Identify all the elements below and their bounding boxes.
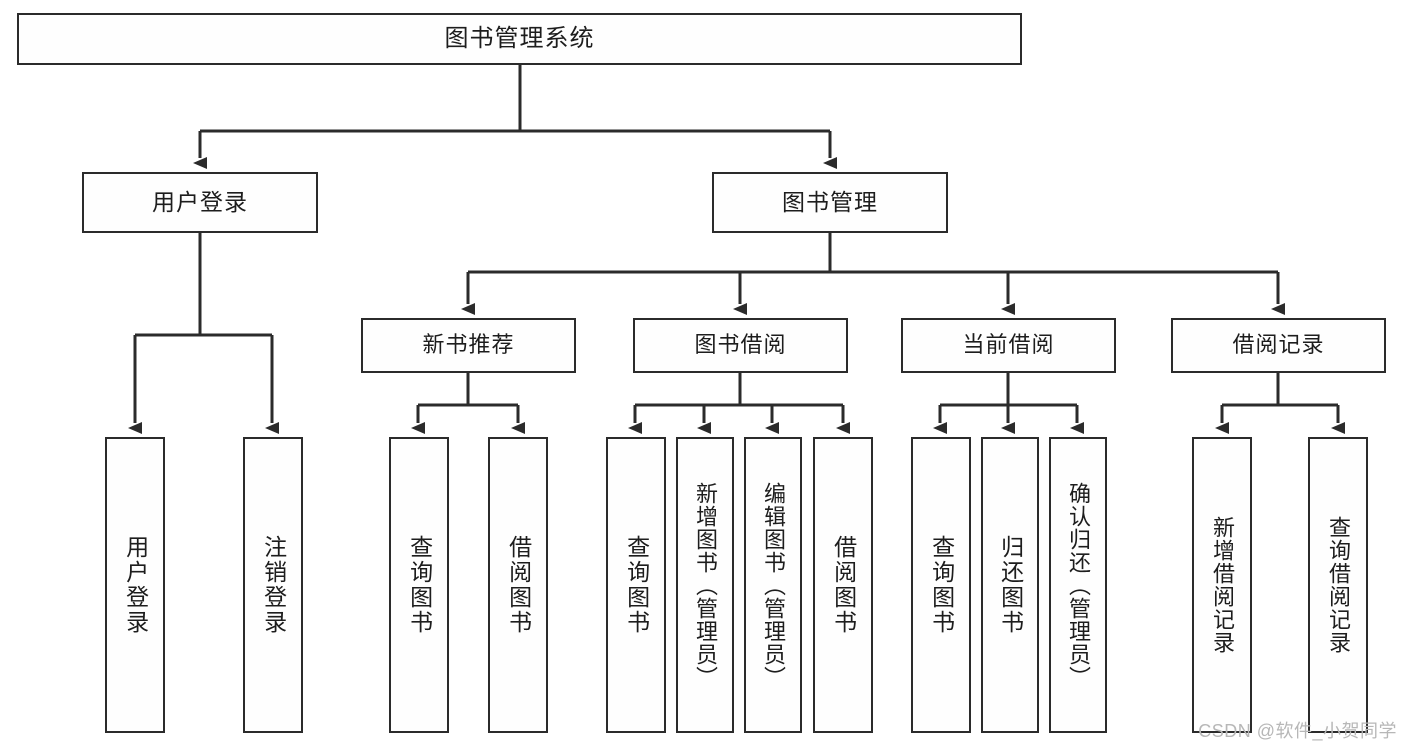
- leaf-query-borrow-record-label: 查询借阅记录: [1325, 516, 1351, 654]
- leaf-user-login-label: 用户登录: [122, 535, 149, 635]
- leaf-return-book[interactable]: 归还图书: [981, 437, 1039, 733]
- node-root[interactable]: 图书管理系统: [17, 13, 1022, 65]
- node-borrow-record[interactable]: 借阅记录: [1171, 318, 1386, 373]
- node-book-borrow-label: 图书借阅: [694, 332, 787, 358]
- leaf-query-book-current-label: 查询图书: [928, 535, 955, 635]
- leaf-query-borrow-record[interactable]: 查询借阅记录: [1308, 437, 1368, 733]
- leaf-edit-book-admin-label: 编辑图书（管理员）: [760, 481, 786, 689]
- node-borrow-record-label: 借阅记录: [1232, 332, 1325, 358]
- leaf-logout-label: 注销登录: [260, 535, 287, 635]
- leaf-query-book-borrow[interactable]: 查询图书: [606, 437, 666, 733]
- leaf-confirm-return-admin-label: 确认归还（管理员）: [1065, 481, 1091, 689]
- node-new-book-recommend-label: 新书推荐: [422, 332, 515, 358]
- leaf-query-book-current[interactable]: 查询图书: [911, 437, 971, 733]
- leaf-borrow-book-recommend-label: 借阅图书: [505, 535, 532, 635]
- leaf-confirm-return-admin[interactable]: 确认归还（管理员）: [1049, 437, 1107, 733]
- leaf-borrow-book-recommend[interactable]: 借阅图书: [488, 437, 548, 733]
- node-book-borrow[interactable]: 图书借阅: [633, 318, 848, 373]
- leaf-query-book-borrow-label: 查询图书: [623, 535, 650, 635]
- node-user-login-label: 用户登录: [152, 188, 248, 215]
- node-root-label: 图书管理系统: [444, 24, 595, 52]
- leaf-add-borrow-record-label: 新增借阅记录: [1209, 516, 1235, 654]
- leaf-logout[interactable]: 注销登录: [243, 437, 303, 733]
- leaf-return-book-label: 归还图书: [997, 535, 1024, 635]
- leaf-add-borrow-record[interactable]: 新增借阅记录: [1192, 437, 1252, 733]
- node-new-book-recommend[interactable]: 新书推荐: [361, 318, 576, 373]
- leaf-add-book-admin-label: 新增图书（管理员）: [692, 481, 718, 689]
- leaf-add-book-admin[interactable]: 新增图书（管理员）: [676, 437, 734, 733]
- leaf-edit-book-admin[interactable]: 编辑图书（管理员）: [744, 437, 802, 733]
- leaf-query-book-recommend[interactable]: 查询图书: [389, 437, 449, 733]
- node-book-management-label: 图书管理: [782, 188, 878, 215]
- watermark-text: CSDN @软件_小贺同学: [1198, 721, 1397, 741]
- leaf-borrow-book[interactable]: 借阅图书: [813, 437, 873, 733]
- leaf-borrow-book-label: 借阅图书: [830, 535, 857, 635]
- leaf-user-login[interactable]: 用户登录: [105, 437, 165, 733]
- node-current-borrow[interactable]: 当前借阅: [901, 318, 1116, 373]
- node-user-login[interactable]: 用户登录: [82, 172, 318, 233]
- node-current-borrow-label: 当前借阅: [962, 332, 1055, 358]
- leaf-query-book-recommend-label: 查询图书: [406, 535, 433, 635]
- node-book-management[interactable]: 图书管理: [712, 172, 948, 233]
